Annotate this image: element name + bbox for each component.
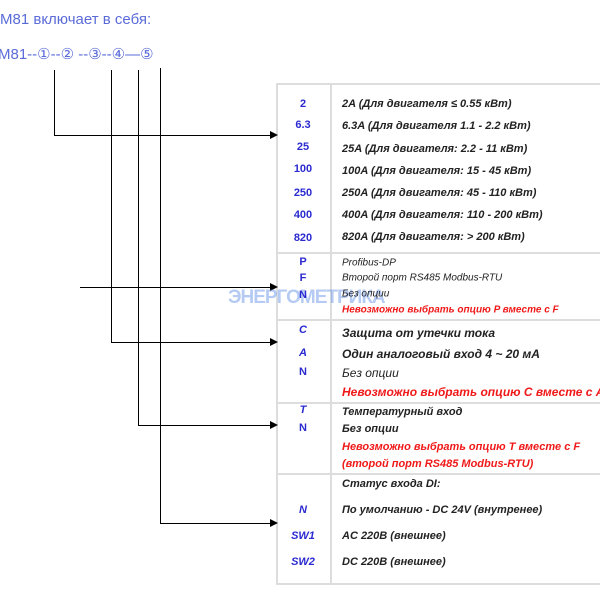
option-desc: Без опции bbox=[342, 423, 399, 435]
option-warning: Невозможно выбрать опцию C вместе с A bbox=[342, 385, 600, 399]
watermark-logo: ЭНЕРГОМЕТРИКА bbox=[228, 287, 386, 308]
option-key: C bbox=[299, 324, 307, 336]
column-divider bbox=[330, 83, 332, 585]
section-divider bbox=[276, 319, 600, 321]
option-desc: Profibus-DP bbox=[342, 257, 396, 269]
section-heading: Статус входа DI: bbox=[342, 478, 441, 490]
option-key: P bbox=[299, 256, 307, 268]
option-key: T bbox=[299, 404, 307, 416]
options-table bbox=[276, 83, 600, 585]
option-desc: 100A (Для двигателя: 15 - 45 кВт) bbox=[342, 165, 532, 177]
connector-line-5 bbox=[160, 523, 270, 524]
arrow-icon bbox=[270, 338, 278, 346]
option-key: N bbox=[299, 504, 307, 516]
connector-line-3 bbox=[111, 70, 112, 343]
option-key: N bbox=[299, 289, 307, 301]
option-key: 6.3 bbox=[295, 119, 311, 131]
option-key: SW2 bbox=[291, 556, 315, 568]
option-desc: Защита от утечки тока bbox=[342, 326, 495, 340]
option-key: 2 bbox=[299, 98, 307, 110]
option-key: 820 bbox=[293, 232, 313, 244]
connector-line-4 bbox=[138, 425, 270, 426]
arrow-icon bbox=[270, 131, 278, 139]
option-desc: Один аналоговый вход 4 ~ 20 мА bbox=[342, 347, 540, 361]
arrow-icon bbox=[270, 283, 278, 291]
option-desc: Температурный вход bbox=[342, 406, 463, 418]
connector-line-2 bbox=[80, 287, 270, 288]
option-desc: 6.3A (Для двигателя 1.1 - 2.2 кВт) bbox=[342, 120, 531, 132]
option-key: 25 bbox=[296, 141, 310, 153]
arrow-icon bbox=[270, 421, 278, 429]
option-desc: 400A (Для двигателя: 110 - 200 кВт) bbox=[342, 209, 543, 221]
option-key: N bbox=[299, 422, 307, 434]
section-divider bbox=[276, 473, 600, 475]
option-key: 100 bbox=[293, 163, 313, 175]
connector-line-1 bbox=[54, 135, 270, 136]
option-desc: DC 220B (внешнее) bbox=[342, 556, 446, 568]
option-desc: AC 220B (внешнее) bbox=[342, 530, 446, 542]
option-desc: Второй порт RS485 Modbus-RTU bbox=[342, 272, 503, 284]
option-key: 250 bbox=[293, 187, 313, 199]
option-desc: Без опции bbox=[342, 366, 399, 380]
connector-line-5 bbox=[160, 68, 161, 524]
option-key: N bbox=[299, 366, 307, 378]
connector-line-4 bbox=[138, 70, 139, 426]
option-desc: 25A (Для двигателя: 2.2 - 11 кВт) bbox=[342, 143, 528, 155]
connector-line-1 bbox=[54, 70, 55, 136]
section-divider bbox=[276, 402, 600, 404]
option-desc: Без опции bbox=[342, 288, 390, 300]
option-warning: Невозможно выбрать опцию T вместе с F bbox=[342, 441, 581, 453]
option-key: 400 bbox=[293, 209, 313, 221]
option-desc: 2A (Для двигателя ≤ 0.55 кВт) bbox=[342, 98, 512, 110]
option-warning: (второй порт RS485 Modbus-RTU) bbox=[342, 458, 534, 470]
connector-line-3 bbox=[111, 342, 270, 343]
page-title: M81 включает в себя: bbox=[0, 11, 152, 28]
option-key: A bbox=[299, 347, 307, 359]
model-code: M81--①--② --③--④—⑤ bbox=[0, 46, 154, 63]
option-key: F bbox=[299, 272, 307, 284]
section-divider bbox=[276, 252, 600, 254]
option-warning: Невозможно выбрать опцию P вместе с F bbox=[342, 304, 559, 316]
option-desc: 820A (Для двигателя: > 200 кВт) bbox=[342, 231, 525, 243]
option-desc: По умолчанию - DC 24V (внутренее) bbox=[342, 504, 543, 516]
option-desc: 250A (Для двигателя: 45 - 110 кВт) bbox=[342, 187, 537, 199]
option-key: SW1 bbox=[291, 530, 315, 542]
arrow-icon bbox=[270, 519, 278, 527]
